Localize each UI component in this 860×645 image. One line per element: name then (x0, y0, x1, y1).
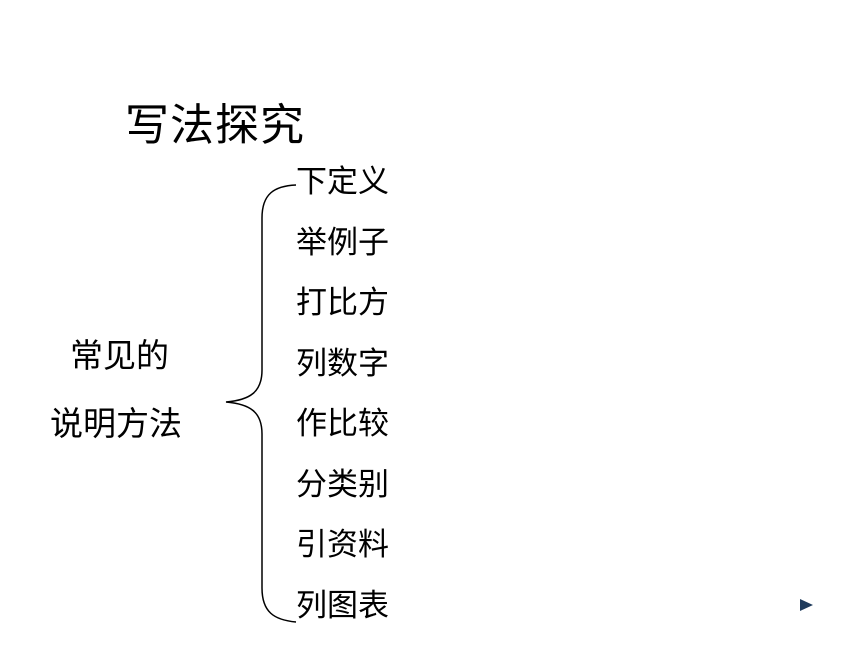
curly-brace (225, 184, 297, 623)
method-list: 下定义 举例子 打比方 列数字 作比较 分类别 引资料 列图表 (296, 160, 389, 644)
method-item: 分类别 (296, 466, 389, 503)
method-item: 举例子 (296, 224, 389, 261)
method-item: 作比较 (296, 406, 389, 442)
slide-title: 写法探究 (125, 100, 305, 151)
method-item: 引资料 (296, 527, 389, 563)
topic-line-2: 说明方法 (50, 404, 182, 443)
method-item: 列数字 (296, 345, 389, 382)
topic-line-1: 常见的 (70, 336, 169, 375)
method-item: 列图表 (296, 587, 389, 624)
play-triangle-icon[interactable] (798, 597, 816, 613)
method-item: 打比方 (296, 285, 389, 321)
method-item: 下定义 (296, 164, 389, 200)
